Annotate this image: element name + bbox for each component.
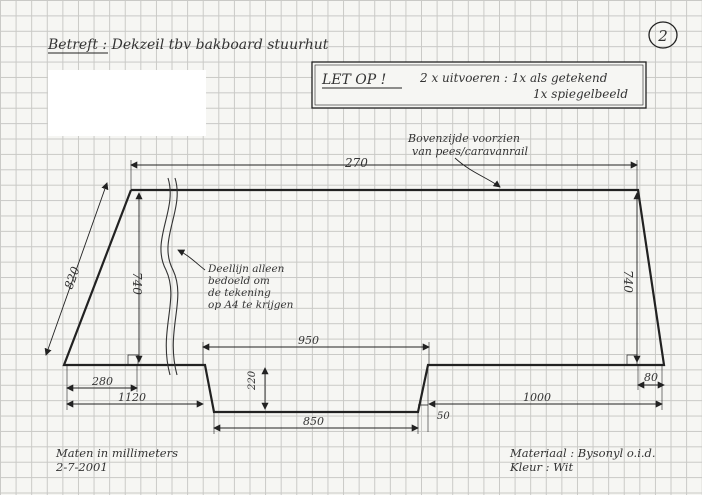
divider-note-line-3: de tekening xyxy=(208,287,271,299)
dim-top-width: 270 xyxy=(130,156,638,190)
dim-left-flange: 280 xyxy=(66,365,138,392)
color-note: Kleur : Wit xyxy=(509,460,573,474)
drawing-date: 2-7-2001 xyxy=(55,460,108,474)
dim-right-height: 740 xyxy=(621,192,641,366)
page-number-badge: 2 xyxy=(648,21,678,49)
dim-left-height: 740 xyxy=(127,192,144,366)
dim-notch-offset: 50 xyxy=(418,365,450,432)
redacted-area xyxy=(48,70,206,136)
dim-top-width-label: 270 xyxy=(344,156,368,170)
dim-notch-depth-label: 220 xyxy=(247,370,258,391)
dim-right-flange-label: 80 xyxy=(644,371,658,384)
divider-note-leader xyxy=(177,249,206,271)
dim-right-span-label: 1000 xyxy=(523,391,551,404)
dim-right-span: 1000 xyxy=(428,365,663,410)
notice-box: LET OP ! 2 x uitvoeren : 1x als getekend… xyxy=(311,61,647,109)
divider-line xyxy=(160,177,179,376)
top-note-leader xyxy=(454,157,501,188)
dim-notch-offset-label: 50 xyxy=(437,411,450,422)
notice-heading: LET OP ! xyxy=(321,72,386,88)
dim-left-diagonal-label: 820 xyxy=(62,264,83,291)
dim-notch-bottom-label: 850 xyxy=(303,415,324,428)
panel-outline xyxy=(62,188,666,414)
dim-right-flange: 80 xyxy=(637,365,665,390)
dim-left-span-label: 1120 xyxy=(118,391,146,404)
top-note-line-1: Bovenzijde voorzien xyxy=(407,132,520,145)
divider-note-line-1: Deellijn alleen xyxy=(207,263,285,275)
dim-notch-top-label: 950 xyxy=(298,334,319,347)
dim-notch-depth: 220 xyxy=(247,367,269,410)
units-note: Maten in millimeters xyxy=(55,446,178,460)
material-note: Materiaal : Bysonyl o.i.d. xyxy=(509,446,656,460)
dim-right-height-label: 740 xyxy=(621,270,635,293)
dim-notch-top: 950 xyxy=(202,334,430,365)
dim-notch-bottom: 850 xyxy=(213,412,419,434)
dim-left-flange-label: 280 xyxy=(91,375,113,388)
top-note-line-2: van pees/caravanrail xyxy=(412,145,528,158)
notice-line-2: 1x spiegelbeeld xyxy=(533,87,628,101)
dim-left-height-label: 740 xyxy=(130,272,144,295)
divider-note-line-2: bedoeld om xyxy=(208,275,270,287)
dim-left-span: 1120 xyxy=(66,365,204,410)
dim-left-diagonal: 820 xyxy=(44,182,109,356)
page-number: 2 xyxy=(657,27,668,45)
page-title: Betreft : Dekzeil tbv bakboard stuurhut xyxy=(47,37,329,53)
notice-line-1: 2 x uitvoeren : 1x als getekend xyxy=(419,71,608,85)
divider-note-line-4: op A4 te krijgen xyxy=(208,299,294,311)
